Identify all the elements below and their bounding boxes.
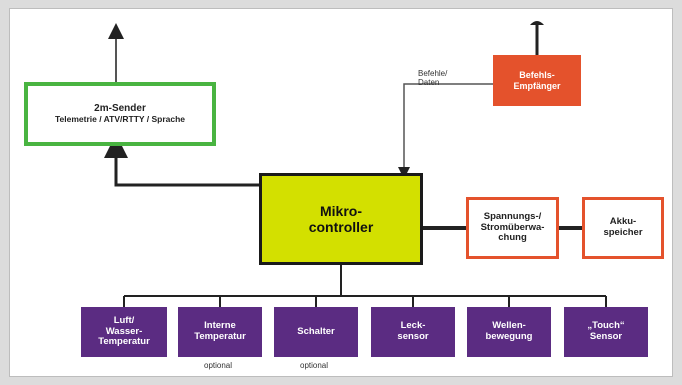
sensor-label: Leck- bbox=[400, 320, 426, 332]
connection-lines bbox=[104, 21, 607, 307]
sensor-label: Temperatur bbox=[194, 331, 246, 342]
sensor-note-internal-temp: optional bbox=[204, 361, 233, 370]
power-control-label-1: Spannungs-/ bbox=[483, 210, 542, 222]
power-control-label-3: chung bbox=[498, 232, 527, 244]
receiver-link-label: Befehle/ Daten bbox=[418, 69, 447, 87]
microcontroller-label-2: controller bbox=[308, 219, 374, 235]
sensor-wave-motion: Wellen- bewegung bbox=[467, 307, 551, 357]
sensor-label: Wellen- bbox=[492, 320, 526, 332]
transmitter-box: 2m-Sender Telemetrie / ATV/RTTY / Sprach… bbox=[24, 82, 216, 146]
sensor-label: Wasser- bbox=[105, 325, 143, 337]
receiver-label-2: Empfänger bbox=[513, 80, 561, 91]
transmitter-subtitle: Telemetrie / ATV/RTTY / Sprache bbox=[54, 113, 186, 124]
receiver-link-label-2: Daten bbox=[418, 78, 440, 87]
sensor-label: sensor bbox=[397, 331, 429, 342]
sensor-switch: Schalter bbox=[274, 307, 358, 357]
receiver-label-1: Befehls- bbox=[519, 70, 555, 81]
sensor-leak: Leck- sensor bbox=[371, 307, 455, 357]
microcontroller-label-1: Mikro- bbox=[320, 202, 362, 219]
receiver-box: Befehls- Empfänger bbox=[493, 55, 581, 106]
microcontroller-box: Mikro- controller bbox=[259, 173, 423, 265]
battery-label-1: Akku- bbox=[609, 216, 637, 228]
battery-box: Akku- speicher bbox=[582, 197, 664, 259]
receiver-to-mcu-line bbox=[398, 83, 493, 179]
sensor-label: Interne bbox=[204, 320, 236, 332]
power-control-label-2: Stromüberwa- bbox=[480, 221, 545, 233]
sensor-label: „Touch“ bbox=[587, 320, 625, 332]
sensor-touch: „Touch“ Sensor bbox=[564, 307, 648, 357]
sensor-label: Luft/ bbox=[113, 314, 135, 326]
sensor-label: bewegung bbox=[485, 331, 533, 342]
sensor-label: Sensor bbox=[589, 331, 623, 342]
receiver-antenna-icon bbox=[530, 21, 544, 25]
battery-label-2: speicher bbox=[603, 227, 643, 238]
diagram-canvas: 2m-Sender Telemetrie / ATV/RTTY / Sprach… bbox=[9, 8, 673, 377]
power-control-box: Spannungs-/ Stromüberwa- chung bbox=[466, 197, 559, 259]
sensor-internal-temp: Interne Temperatur bbox=[178, 307, 262, 357]
sensor-label: Temperatur bbox=[98, 336, 150, 348]
receiver-link-label-1: Befehle/ bbox=[418, 69, 448, 78]
transmitter-title: 2m-Sender bbox=[94, 103, 146, 115]
sensor-air-water-temp: Luft/ Wasser- Temperatur bbox=[81, 307, 167, 357]
sensor-note-switch: optional bbox=[300, 361, 329, 370]
mcu-to-transmitter-line bbox=[104, 134, 259, 187]
sensor-label: Schalter bbox=[297, 325, 335, 337]
